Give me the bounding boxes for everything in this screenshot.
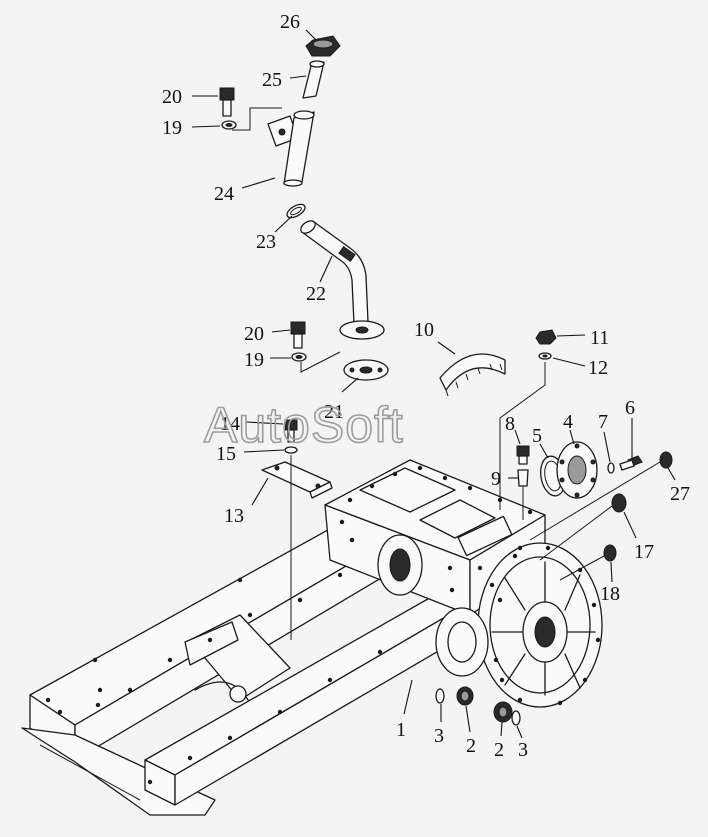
- callout-3-a: 3: [434, 725, 444, 747]
- callout-9: 9: [491, 468, 501, 490]
- callout-26: 26: [280, 11, 300, 33]
- part-9-fitting: [517, 469, 529, 520]
- callout-19-top: 19: [162, 117, 182, 139]
- part-13-bracket: [261, 461, 333, 499]
- part-26-cap: [305, 35, 341, 57]
- part-7-washer: [607, 462, 615, 474]
- callout-18: 18: [600, 583, 620, 605]
- part-6-bolt: [619, 455, 643, 471]
- part-14-bolt: [284, 419, 298, 443]
- callout-6: 6: [625, 397, 635, 419]
- callout-21: 21: [324, 401, 344, 423]
- part-2-plug-a: [456, 686, 474, 706]
- callout-19-mid: 19: [244, 349, 264, 371]
- part-18-plug: [603, 544, 617, 562]
- callout-10: 10: [414, 319, 434, 341]
- callout-13: 13: [224, 505, 244, 527]
- callout-20-top: 20: [162, 86, 182, 108]
- part-24-filler-tube: [267, 110, 315, 187]
- part-17-plug: [611, 493, 627, 513]
- part-3-washer-b: [511, 710, 521, 726]
- part-3-washer-a: [435, 688, 445, 704]
- part-23-clamp: [286, 203, 306, 219]
- part-25-tube: [302, 60, 325, 99]
- part-8-plug: [516, 445, 530, 465]
- callout-2-b: 2: [494, 739, 504, 761]
- part-19-washer-top: [221, 120, 237, 130]
- callout-15: 15: [216, 443, 236, 465]
- part-20-bolt-mid: [290, 321, 306, 349]
- callout-17: 17: [634, 541, 654, 563]
- callout-8: 8: [505, 413, 515, 435]
- callout-4: 4: [563, 411, 573, 433]
- callout-labels: 26 25 20 19 24 23 22 10 11 12 20 19 21 1…: [162, 11, 690, 761]
- callout-24: 24: [214, 183, 234, 205]
- callout-23: 23: [256, 231, 276, 253]
- callout-20-mid: 20: [244, 323, 264, 345]
- callout-25: 25: [262, 69, 282, 91]
- main-frame: [21, 459, 603, 816]
- leader-lines: [191, 29, 676, 739]
- callout-7: 7: [598, 411, 608, 433]
- watermark-text: AutoSoft: [204, 397, 404, 453]
- part-10-cover: [439, 353, 506, 397]
- part-11-nut: [535, 329, 557, 345]
- callout-22: 22: [306, 283, 326, 305]
- callout-27: 27: [670, 483, 690, 505]
- part-22-elbow-pipe: [300, 220, 385, 340]
- part-4-cover-plate: [556, 441, 598, 499]
- part-19-washer-mid: [291, 352, 307, 362]
- part-2-plug-b: [493, 701, 513, 723]
- part-15-washer: [284, 446, 298, 454]
- part-21-gasket: [343, 359, 389, 381]
- callout-5: 5: [532, 425, 542, 447]
- callout-1: 1: [396, 719, 406, 741]
- callout-12: 12: [588, 357, 608, 379]
- callout-14: 14: [220, 413, 240, 435]
- part-27-plug: [659, 451, 673, 469]
- callout-11: 11: [590, 327, 609, 349]
- part-12-washer: [538, 352, 552, 360]
- part-20-bolt-top: [219, 87, 235, 117]
- callout-3-b: 3: [518, 739, 528, 761]
- callout-2-a: 2: [466, 735, 476, 757]
